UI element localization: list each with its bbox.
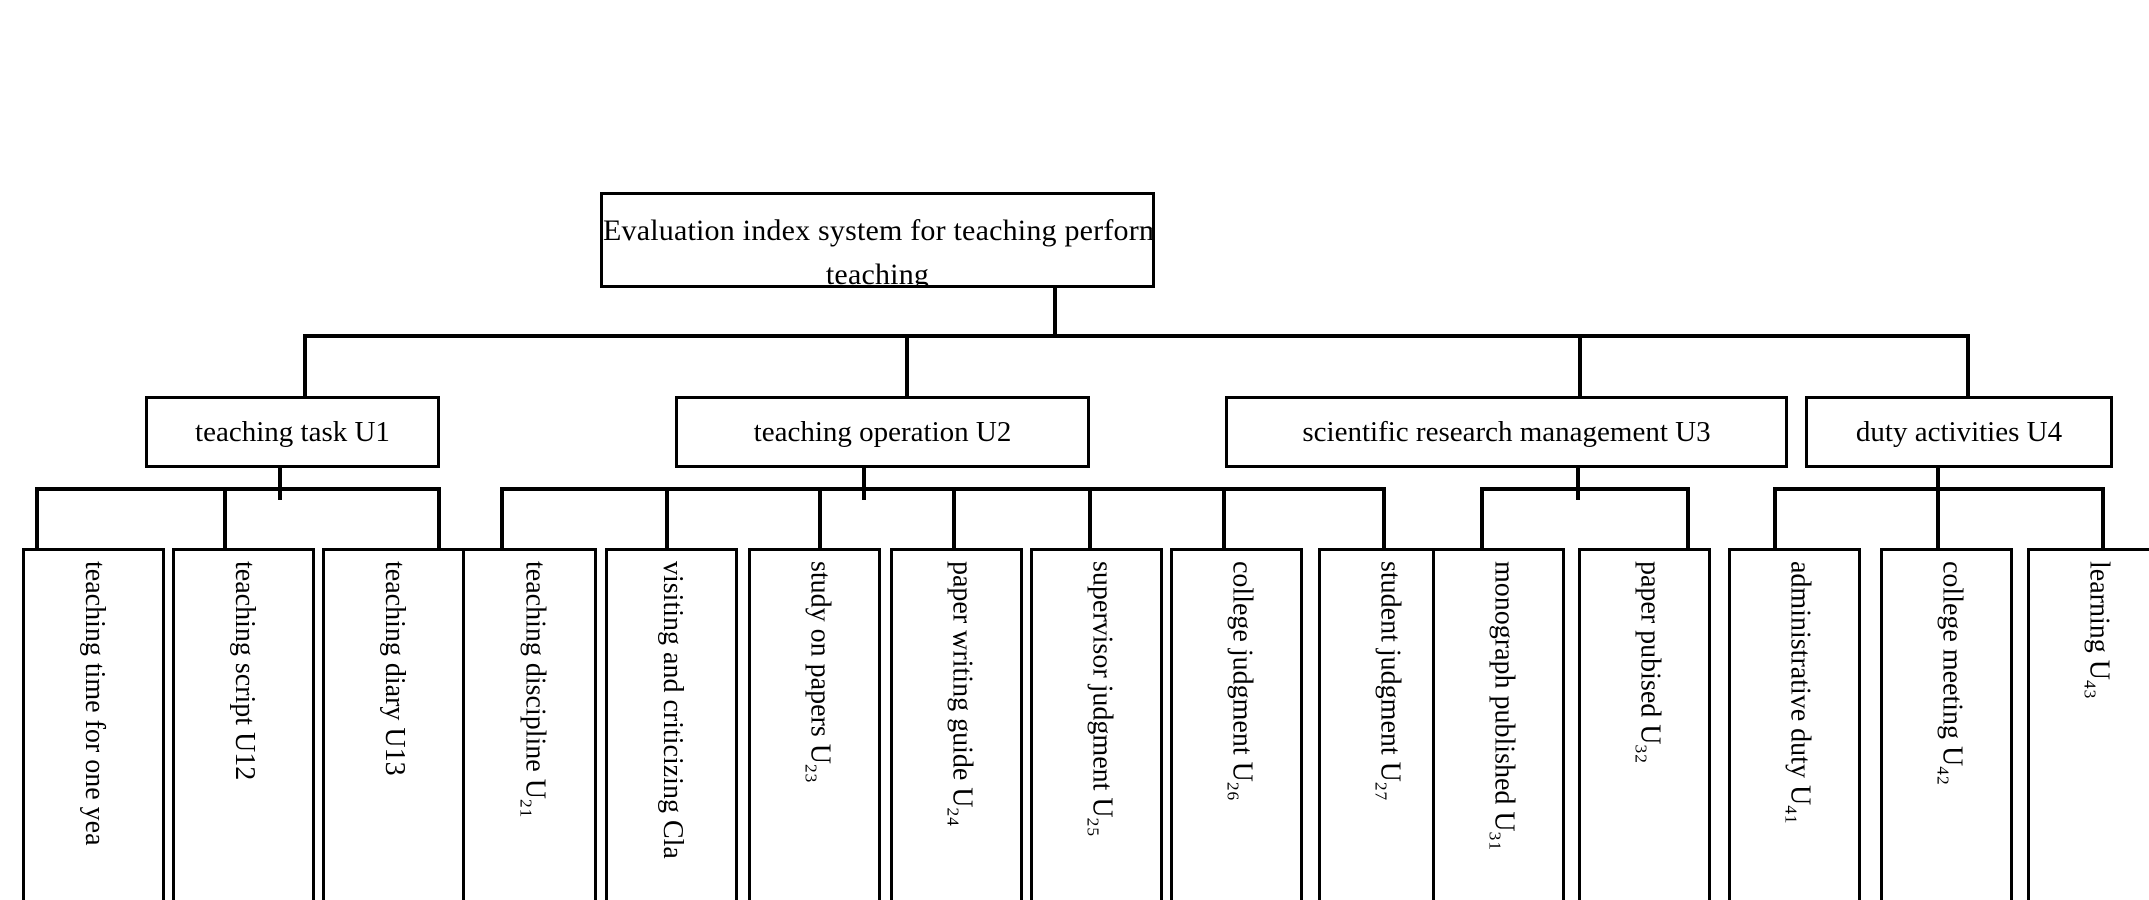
connector-drop-u2	[905, 334, 909, 396]
connector-drop-leaf-12	[1773, 487, 1777, 548]
leaf-box-teaching-discipline[interactable]: teaching discipline U21	[462, 548, 597, 900]
connector-drop-leaf-1	[223, 487, 227, 548]
connector-drop-leaf-5	[818, 487, 822, 548]
leaf-label-visiting-criticizing: visiting and criticizing Cla	[656, 561, 688, 859]
connector-drop-leaf-0	[35, 487, 39, 548]
connector-bus-u1	[35, 487, 439, 491]
root-label-line2: teaching	[825, 258, 930, 288]
leaf-label-learning: learning U43	[2080, 561, 2114, 700]
node-u1-box[interactable]: teaching task U1	[145, 396, 440, 468]
leaf-label-student-judgment: student judgment U27	[1371, 561, 1405, 802]
leaf-box-visiting-criticizing[interactable]: visiting and criticizing Cla	[605, 548, 738, 900]
connector-drop-leaf-7	[1088, 487, 1092, 548]
leaf-box-supervisor-judgment[interactable]: supervisor judgment U25	[1030, 548, 1163, 900]
node-u4-box[interactable]: duty activities U4	[1805, 396, 2113, 468]
leaf-label-college-judgment: college judgment U26	[1223, 561, 1257, 802]
node-u1-label: teaching task U1	[195, 416, 390, 448]
node-u2-box[interactable]: teaching operation U2	[675, 396, 1090, 468]
leaf-label-study-on-papers: study on papers U23	[801, 561, 835, 784]
connector-main-bus	[303, 334, 1970, 338]
node-u2-label: teaching operation U2	[753, 416, 1012, 448]
node-u3-box[interactable]: scientific research management U3	[1225, 396, 1788, 468]
leaf-label-paper-pubised: paper pubised U32	[1631, 561, 1665, 764]
leaf-box-paper-pubised[interactable]: paper pubised U32	[1578, 548, 1711, 900]
node-u3-label: scientific research management U3	[1302, 416, 1711, 448]
connector-stem-u1	[278, 468, 282, 500]
connector-drop-leaf-14	[2101, 487, 2105, 548]
connector-drop-leaf-13	[1936, 487, 1940, 548]
leaf-box-teaching-time[interactable]: teaching time for one yea	[22, 548, 165, 900]
connector-drop-leaf-4	[665, 487, 669, 548]
connector-stem-u3	[1576, 468, 1580, 500]
leaf-label-teaching-diary: teaching diary U13	[378, 561, 410, 776]
root-label-line1: Evaluation index system for teaching per…	[603, 214, 1152, 247]
connector-drop-u3	[1578, 334, 1582, 396]
connector-drop-leaf-8	[1222, 487, 1226, 548]
connector-drop-leaf-10	[1480, 487, 1484, 548]
node-u4-label: duty activities U4	[1855, 416, 2063, 448]
connector-drop-leaf-9	[1382, 487, 1386, 548]
leaf-box-college-meeting[interactable]: college meeting U42	[1880, 548, 2013, 900]
connector-bus-u2	[500, 487, 1385, 491]
leaf-box-learning[interactable]: learning U43	[2027, 548, 2149, 900]
leaf-box-college-judgment[interactable]: college judgment U26	[1170, 548, 1303, 900]
leaf-box-monograph-published[interactable]: monograph published U31	[1432, 548, 1565, 900]
connector-stem-u4	[1936, 468, 1940, 500]
leaf-label-teaching-discipline: teaching discipline U21	[516, 561, 550, 819]
leaf-box-teaching-diary[interactable]: teaching diary U13	[322, 548, 465, 900]
leaf-label-teaching-time: teaching time for one yea	[78, 561, 110, 846]
connector-drop-leaf-11	[1686, 487, 1690, 548]
leaf-label-monograph-published: monograph published U31	[1485, 561, 1519, 851]
connector-drop-leaf-6	[952, 487, 956, 548]
connector-drop-u4	[1966, 334, 1970, 396]
connector-drop-leaf-3	[500, 487, 504, 548]
connector-bus-u3	[1480, 487, 1690, 491]
leaf-label-college-meeting: college meeting U42	[1933, 561, 1967, 786]
leaf-label-supervisor-judgment: supervisor judgment U25	[1083, 561, 1117, 837]
connector-drop-leaf-2	[437, 487, 441, 548]
connector-stem-u2	[862, 468, 866, 500]
leaf-label-teaching-script: teaching script U12	[228, 561, 260, 781]
connector-drop-u1	[303, 334, 307, 396]
leaf-label-paper-writing-guide: paper writing guide U24	[943, 561, 977, 827]
leaf-box-teaching-script[interactable]: teaching script U12	[172, 548, 315, 900]
root-node-box[interactable]: Evaluation index system for teaching per…	[600, 192, 1155, 288]
leaf-box-administrative-duty[interactable]: administrative duty U41	[1728, 548, 1861, 900]
leaf-label-administrative-duty: administrative duty U41	[1781, 561, 1815, 825]
leaf-box-study-on-papers[interactable]: study on papers U23	[748, 548, 881, 900]
connector-root-stem	[1053, 288, 1057, 338]
leaf-box-paper-writing-guide[interactable]: paper writing guide U24	[890, 548, 1023, 900]
